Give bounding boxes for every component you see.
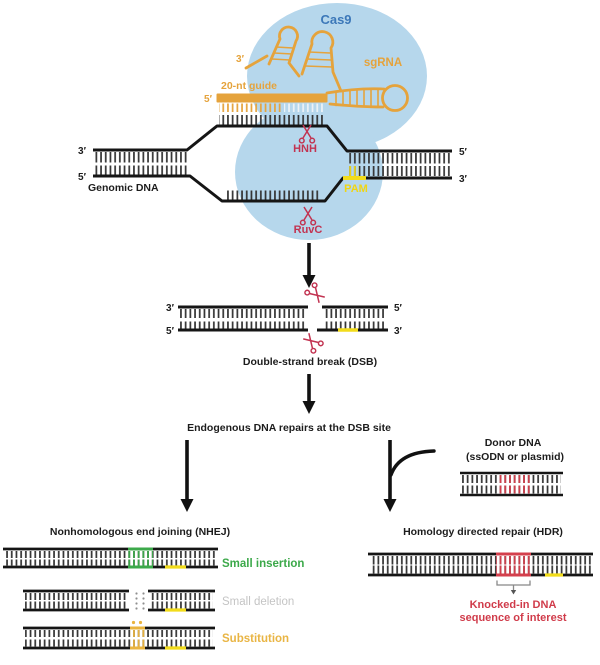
- small-deletion-label: Small deletion: [222, 596, 294, 608]
- knockin-label-line2: sequence of interest: [460, 612, 567, 624]
- substitution-label: Substitution: [222, 633, 289, 645]
- donor-merge-curve: [389, 449, 436, 477]
- genomic-left-top-prime: 3′: [78, 146, 87, 157]
- arrow-to-dsb: [302, 243, 316, 288]
- nhej-header: Nonhomologous end joining (NHEJ): [50, 526, 230, 538]
- genomic-right-top-prime: 5′: [459, 147, 468, 158]
- pam-ticks: [347, 166, 359, 176]
- dsb-right-bottom-prime: 3′: [394, 326, 403, 337]
- nhej-row-substitution: [23, 620, 215, 650]
- dsb-top-scissors-icon: [303, 281, 329, 307]
- dsb-label: Double-strand break (DSB): [243, 356, 377, 368]
- dsb-bottom-scissors-icon: [299, 329, 325, 355]
- cas9-label: Cas9: [320, 12, 351, 27]
- genomic-right-bottom-prime: 3′: [459, 174, 468, 185]
- donor-dna-duplex: [460, 471, 563, 497]
- dsb-right-top-prime: 5′: [394, 303, 403, 314]
- arrow-nhej-branch: [180, 440, 194, 512]
- guide-rna-bar: [216, 93, 328, 125]
- guide-label: 20-nt guide: [221, 80, 277, 92]
- arrow-hdr-branch: [383, 440, 436, 512]
- nhej-row-deletion: [23, 589, 215, 612]
- sgrna-label: sgRNA: [364, 57, 402, 69]
- knockin-bracket: [496, 580, 531, 595]
- donor-dna-label-line1: Donor DNA: [485, 437, 542, 449]
- dsb-left-top-prime: 3′: [166, 303, 175, 314]
- hdr-header: Homology directed repair (HDR): [403, 526, 563, 538]
- dsb-duplex: [178, 305, 388, 332]
- pam-label: PAM: [344, 183, 368, 195]
- sgrna-scaffold: [244, 25, 409, 112]
- arrow-to-repair: [302, 374, 316, 414]
- small-insertion-label: Small insertion: [222, 558, 304, 570]
- genomic-left-bottom-prime: 5′: [78, 172, 87, 183]
- sgrna-three-prime: 3′: [236, 54, 245, 65]
- guide-five-prime: 5′: [204, 94, 213, 105]
- ruvc-label: RuvC: [294, 224, 323, 236]
- repair-label: Endogenous DNA repairs at the DSB site: [187, 422, 391, 434]
- donor-dna-label-line2: (ssODN or plasmid): [466, 451, 564, 463]
- cas9-protein-body: [235, 3, 427, 240]
- genomic-dna-duplex: [93, 124, 452, 203]
- hnh-label: HNH: [293, 143, 317, 155]
- genomic-dna-label: Genomic DNA: [88, 182, 159, 194]
- knockin-label-line1: Knocked-in DNA: [470, 599, 557, 611]
- dsb-left-bottom-prime: 5′: [166, 326, 175, 337]
- hdr-duplex: [368, 552, 593, 577]
- deletion-gap-dots: [135, 592, 145, 610]
- nhej-row-insertion: [3, 547, 218, 569]
